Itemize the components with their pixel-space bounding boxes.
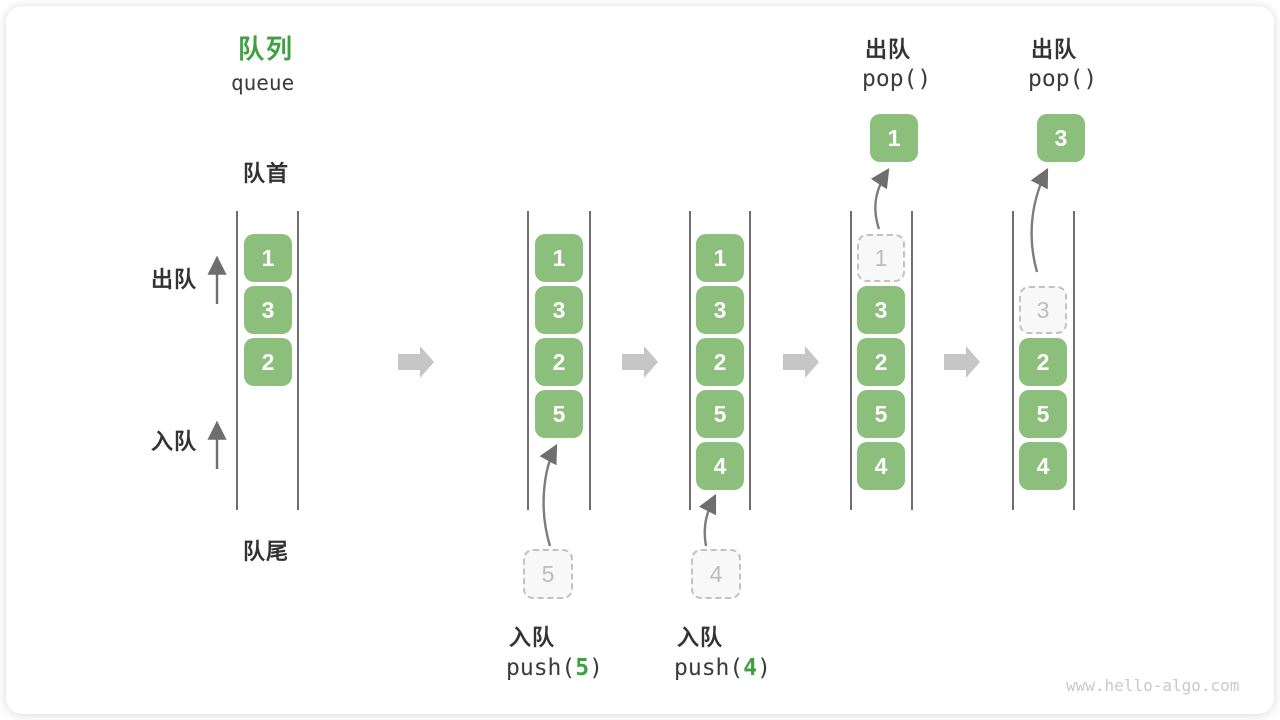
- label-enqueue-side: 入队: [151, 429, 198, 454]
- queue-cell: 3: [244, 286, 292, 334]
- queue-cell: 4: [696, 442, 744, 490]
- queue-cell: 3: [857, 286, 905, 334]
- push4-label-zh: 入队: [677, 625, 724, 650]
- incoming-element-cell: 5: [523, 549, 573, 599]
- pop1-code: pop(): [862, 66, 932, 92]
- queue-cell: 2: [857, 338, 905, 386]
- ghost-removed-cell: 3: [1019, 286, 1067, 334]
- push4-arg: 4: [743, 655, 758, 681]
- push4-close: ): [757, 655, 771, 681]
- pop1-label-zh: 出队: [865, 37, 912, 62]
- queue-cell: 4: [857, 442, 905, 490]
- push4-fn: push(: [674, 655, 744, 681]
- popped-element-cell: 3: [1037, 114, 1085, 162]
- queue-cell: 2: [1019, 338, 1067, 386]
- diagram-title: 队列: [238, 34, 295, 64]
- diagram-subtitle: queue: [231, 71, 295, 95]
- queue-cell: 5: [696, 390, 744, 438]
- queue-cell: 4: [1019, 442, 1067, 490]
- queue-cell: 1: [696, 234, 744, 282]
- label-dequeue-side: 出队: [151, 267, 198, 292]
- incoming-element-cell: 4: [691, 549, 741, 599]
- label-queue-front: 队首: [243, 161, 290, 186]
- popped-element-cell: 1: [870, 114, 918, 162]
- push5-arg: 5: [575, 655, 590, 681]
- queue-cell: 2: [535, 338, 583, 386]
- watermark: www.hello-algo.com: [1066, 676, 1240, 695]
- pop2-code: pop(): [1028, 66, 1098, 92]
- label-queue-rear: 队尾: [243, 539, 290, 564]
- queue-cell: 2: [244, 338, 292, 386]
- push5-label-zh: 入队: [509, 625, 556, 650]
- canvas-card: [6, 6, 1274, 714]
- queue-cell: 2: [696, 338, 744, 386]
- push4-code: push(4): [674, 655, 771, 681]
- queue-cell: 3: [535, 286, 583, 334]
- queue-cell: 3: [696, 286, 744, 334]
- queue-cell: 5: [1019, 390, 1067, 438]
- ghost-removed-cell: 1: [857, 234, 905, 282]
- push5-fn: push(: [506, 655, 576, 681]
- queue-cell: 1: [244, 234, 292, 282]
- queue-cell: 5: [857, 390, 905, 438]
- push5-close: ): [589, 655, 603, 681]
- push5-code: push(5): [506, 655, 603, 681]
- pop2-label-zh: 出队: [1031, 37, 1078, 62]
- queue-cell: 1: [535, 234, 583, 282]
- queue-cell: 5: [535, 390, 583, 438]
